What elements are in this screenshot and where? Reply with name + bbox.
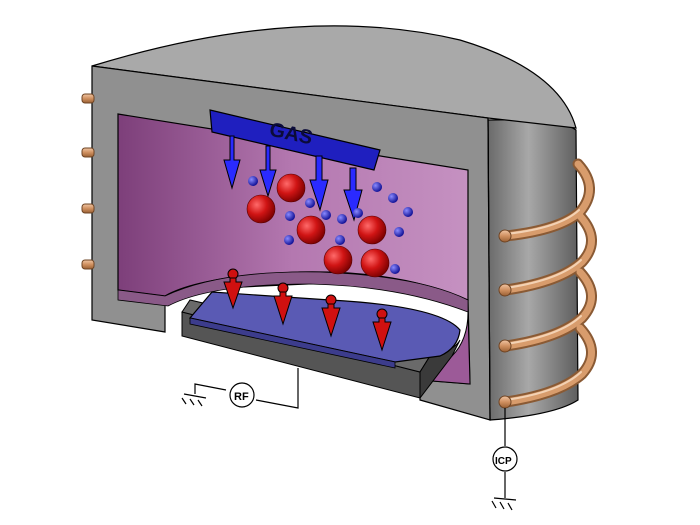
ion-arrow <box>273 282 293 326</box>
coil-end <box>498 283 512 297</box>
ion-bombardment-arrows <box>223 268 392 352</box>
gas-arrow <box>223 135 241 190</box>
coil-end <box>498 229 512 243</box>
ground-icon <box>181 393 207 407</box>
rf-source-label: RF <box>234 391 249 403</box>
rf-wire <box>194 383 227 394</box>
electron <box>284 235 294 245</box>
electron <box>390 264 400 274</box>
electron <box>335 235 345 245</box>
electron <box>394 227 404 237</box>
icp-circuit <box>491 408 518 511</box>
icp-source-icon <box>492 446 518 472</box>
coil-stub <box>81 147 95 158</box>
electron <box>305 198 315 208</box>
ion <box>276 173 306 203</box>
coil-stub <box>81 259 95 270</box>
ion-arrow <box>321 294 341 338</box>
ion-arrow <box>372 308 392 352</box>
coil-stub <box>81 203 95 214</box>
electron <box>321 210 331 220</box>
ion <box>296 215 326 245</box>
wafer <box>188 291 461 363</box>
electrons <box>248 176 413 274</box>
chamber-wall-edge <box>487 117 491 421</box>
coil-end <box>498 395 512 409</box>
gas-arrow <box>259 145 277 198</box>
electron <box>353 208 363 218</box>
icp-source-label: ICP <box>495 456 512 467</box>
left-coil-stubs <box>81 93 95 270</box>
electron <box>285 211 295 221</box>
coil-end <box>498 339 512 353</box>
electron <box>388 193 398 203</box>
ion-arrow <box>223 268 243 310</box>
ion <box>360 248 390 278</box>
ion <box>357 215 387 245</box>
ion <box>323 245 353 275</box>
gas-flow-arrows <box>223 135 363 222</box>
electron <box>337 214 347 224</box>
ions <box>246 173 390 278</box>
rf-circuit <box>181 368 299 409</box>
rf-wire <box>255 368 299 409</box>
icp-coil <box>498 158 597 409</box>
gas-arrow <box>343 167 363 222</box>
gas-arrow <box>309 155 329 212</box>
ground-icon <box>491 497 517 511</box>
electron <box>248 176 258 186</box>
rf-source-icon <box>229 382 255 408</box>
coil-stub <box>81 93 95 104</box>
electron <box>372 182 382 192</box>
electron <box>403 207 413 217</box>
chamber-top-lid <box>91 25 577 129</box>
ion <box>246 194 276 224</box>
